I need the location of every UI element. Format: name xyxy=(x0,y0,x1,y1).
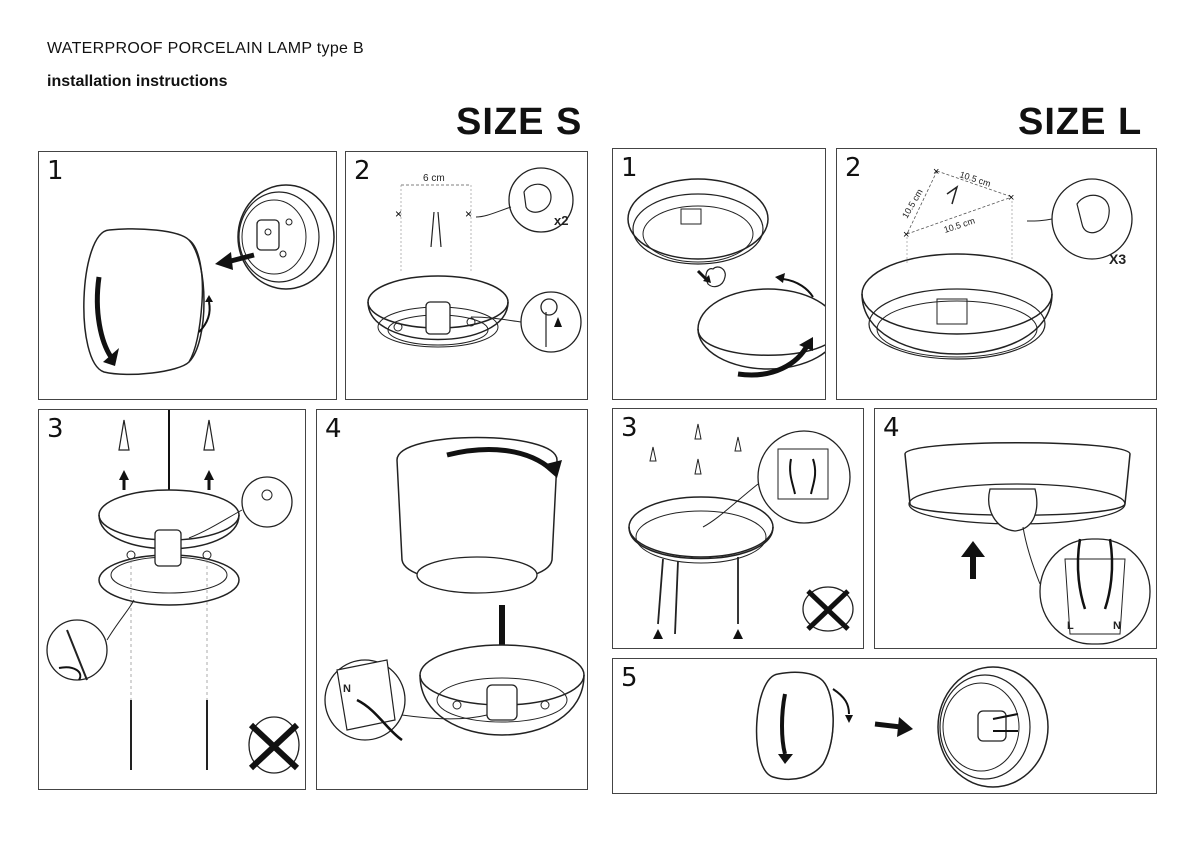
document-title: WATERPROOF PORCELAIN LAMP type B xyxy=(47,40,364,57)
neutral-terminal-label-l: N xyxy=(1113,620,1121,632)
illustration-mount-base: 6 cm × × x2 xyxy=(367,167,582,353)
illustration-mount-base-l: × × × 10.5 cm 10.5 cm 10.5 cm X3 xyxy=(861,166,1133,360)
panel-size-l-step-1: 1 xyxy=(612,148,826,400)
illustration-remove-globe-l xyxy=(627,178,825,378)
illustration-fix-base-to-wall xyxy=(46,410,300,774)
svg-text:×: × xyxy=(395,207,402,221)
svg-text:×: × xyxy=(465,207,472,221)
illustration-fix-base-l xyxy=(628,423,854,639)
distance-label: 6 cm xyxy=(423,173,445,184)
step-number: 4 xyxy=(883,413,900,443)
step-number: 1 xyxy=(47,156,64,186)
distance-label-top: 10.5 cm xyxy=(958,169,992,188)
panel-size-l-step-5: 5 xyxy=(612,658,1157,794)
live-terminal-label: L xyxy=(1067,620,1074,632)
multiplier-label: x2 xyxy=(554,213,568,228)
multiplier-label-l: X3 xyxy=(1109,251,1126,267)
illustration-attach-globe-l xyxy=(755,666,1049,788)
neutral-terminal-label: N xyxy=(343,683,351,695)
illustration-attach-globe: N xyxy=(324,436,585,742)
step-number: 1 xyxy=(621,153,638,183)
step-number: 2 xyxy=(845,153,862,183)
svg-text:×: × xyxy=(933,166,939,178)
panel-size-s-step-4: 4 N xyxy=(316,409,588,790)
panel-size-s-step-1: 1 xyxy=(38,151,337,400)
section-heading-size-l: SIZE L xyxy=(1018,101,1143,143)
svg-text:×: × xyxy=(903,229,909,241)
step-number: 3 xyxy=(47,414,64,444)
illustration-connect-wires-l: L N xyxy=(904,442,1151,645)
distance-label-bottom: 10.5 cm xyxy=(943,215,977,234)
panel-size-l-step-4: 4 L N xyxy=(874,408,1157,649)
illustration-remove-globe xyxy=(83,184,335,376)
section-heading-size-s: SIZE S xyxy=(456,101,583,143)
svg-text:×: × xyxy=(1008,192,1014,204)
step-number: 4 xyxy=(325,414,342,444)
panel-size-s-step-3: 3 xyxy=(38,409,306,790)
step-number: 5 xyxy=(621,663,638,693)
document-subtitle: installation instructions xyxy=(47,73,228,90)
panel-size-l-step-2: 2 × × × 10.5 cm 10.5 cm 10.5 cm X3 xyxy=(836,148,1157,400)
panel-size-s-step-2: 2 6 cm × × x2 xyxy=(345,151,588,400)
step-number: 2 xyxy=(354,156,371,186)
step-number: 3 xyxy=(621,413,638,443)
panel-size-l-step-3: 3 xyxy=(612,408,864,649)
